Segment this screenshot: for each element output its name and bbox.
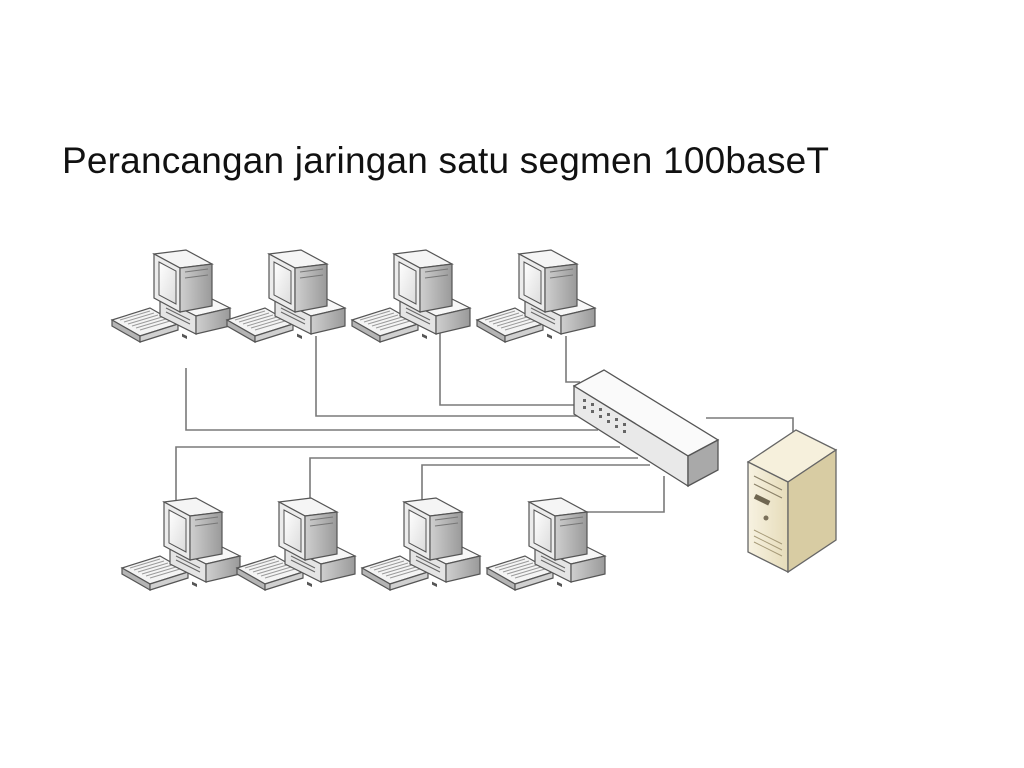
cable-top-2 [315, 336, 584, 417]
cable-bottom-1 [175, 446, 620, 500]
cable-top-1 [185, 368, 598, 431]
workstation-icon [226, 249, 346, 343]
cable-top-3 [439, 332, 578, 406]
cable-bottom-4 [574, 476, 665, 513]
workstation-icon [111, 249, 231, 343]
network-cables [175, 332, 794, 513]
workstation-icon [476, 249, 596, 343]
workstation-icon [351, 249, 471, 343]
server-tower-icon [746, 429, 838, 574]
workstation-icon [121, 497, 241, 591]
network-hub-icon [572, 369, 720, 488]
cable-top-4 [565, 336, 580, 383]
workstation-icon [486, 497, 606, 591]
cable-bottom-3 [421, 464, 650, 500]
cable-server [706, 417, 794, 436]
workstation-icon [236, 497, 356, 591]
workstation-icon [361, 497, 481, 591]
cable-bottom-2 [309, 457, 638, 505]
page-title: Perancangan jaringan satu segmen 100base… [62, 140, 830, 181]
